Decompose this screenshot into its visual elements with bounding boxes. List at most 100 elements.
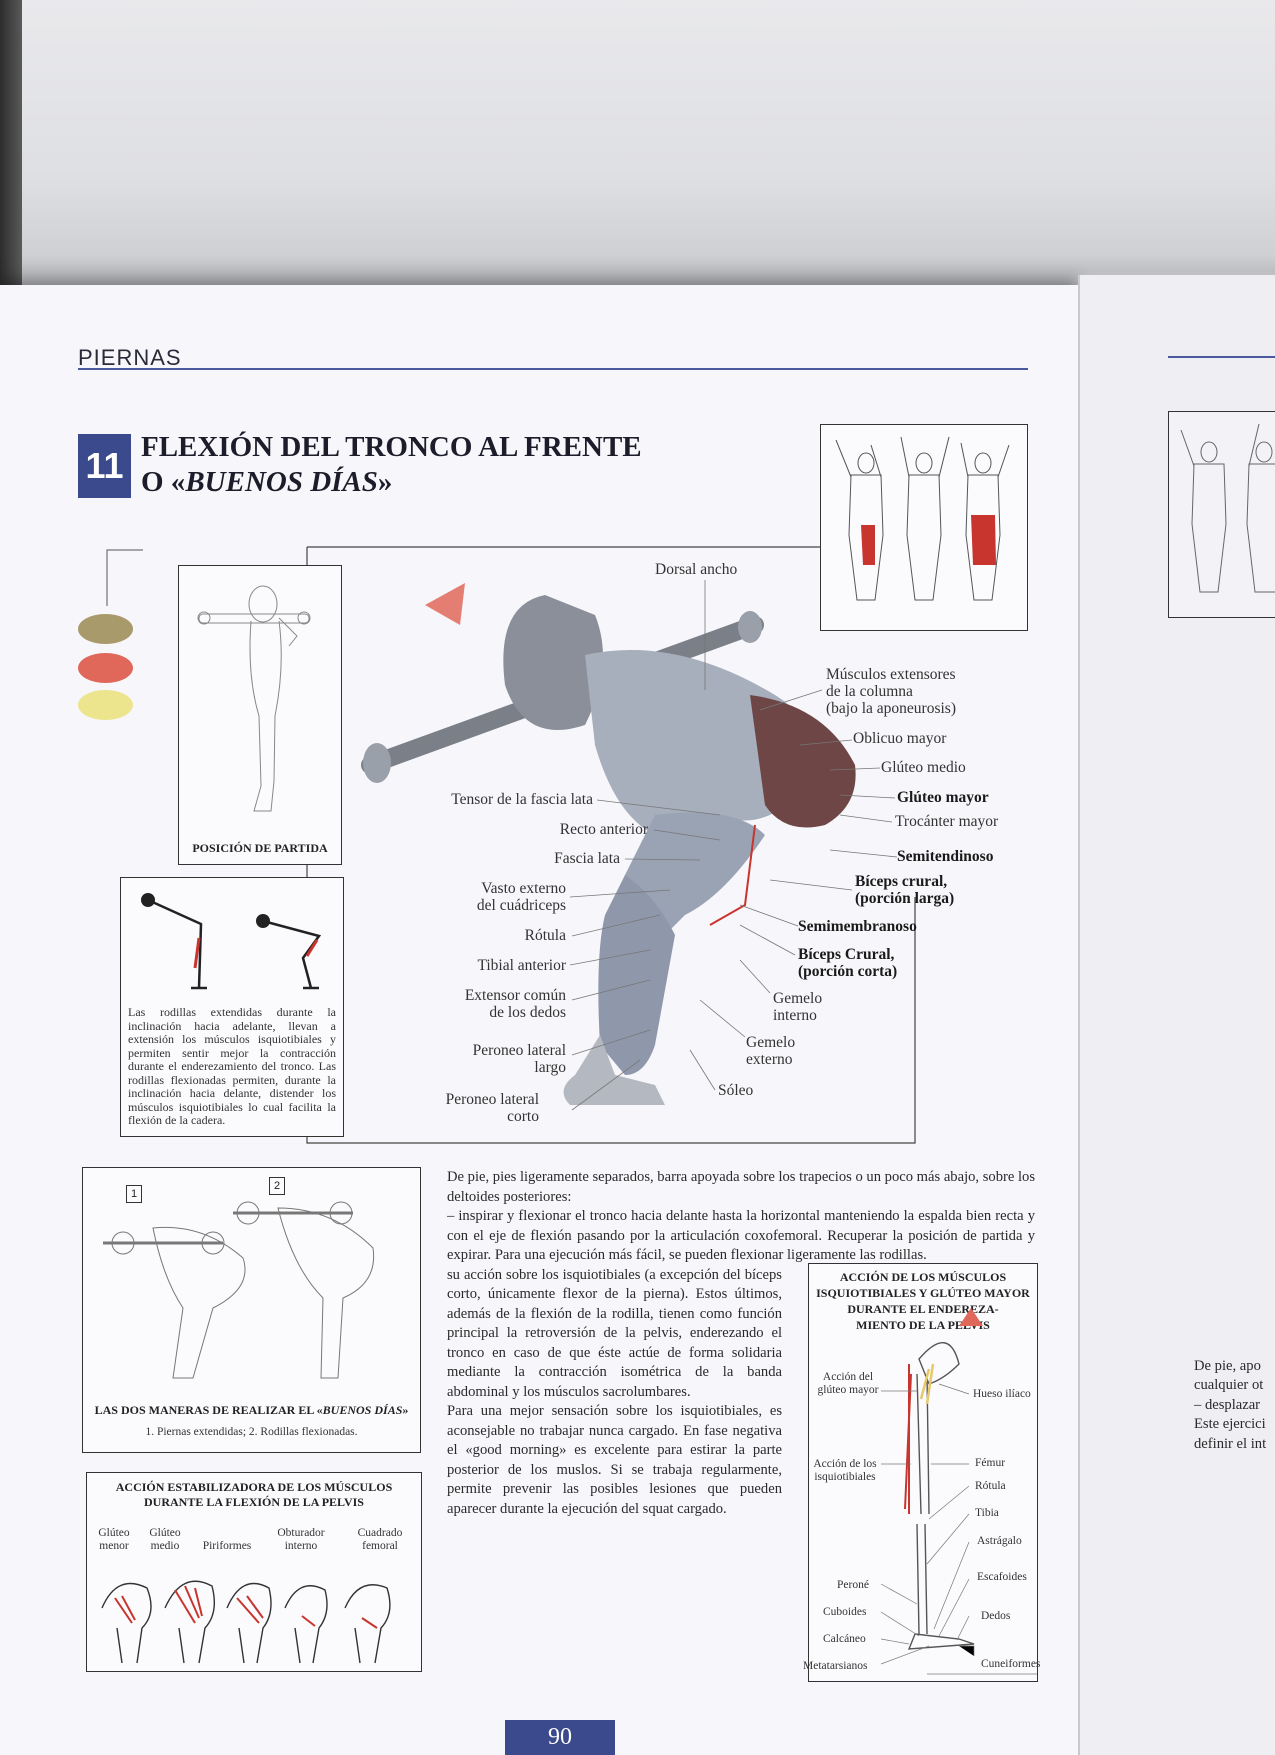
label-peroneo-largo-2: largo [534,1059,566,1076]
label-extensores-3: (bajo la aponeurosis) [826,700,956,717]
body-text-wide: De pie, pies ligeramente separados, barr… [447,1168,1035,1207]
body-text-p2-wide: – inspirar y flexionar el tronco hacia d… [447,1207,1035,1266]
label-extensores-2: de la columna [826,683,913,700]
action-label-gluteo: Acción del glúteo mayor [817,1371,879,1396]
next-page-line-4: Este ejercici [1194,1416,1266,1432]
scan-edge-shadow [0,0,22,285]
action-label-escafoides: Escafoides [977,1571,1027,1583]
action-label-astragalo: Astrágalo [977,1535,1022,1547]
label-gemelo-interno-1: Gemelo [773,990,823,1007]
action-label-cuboides: Cuboides [823,1606,867,1618]
label-peroneo-corto-1: Peroneo lateral [445,1091,539,1108]
knees-caption: Las rodillas extendidas durante la incli… [128,1005,336,1127]
stabilizer-title-2: DURANTE LA FLEXIÓN DE LA PELVIS [144,1495,364,1509]
label-extensor-comun-2: de los dedos [489,1004,566,1021]
stabilizer-box: ACCIÓN ESTABILIZADORA DE LOS MÚSCULOS DU… [86,1472,422,1672]
label-semimembranoso: Semimembranoso [798,918,917,935]
action-muscles-box: ACCIÓN DE LOS MÚSCULOS ISQUIOTIBIALES Y … [803,1263,1041,1682]
marker-1: 1 [126,1185,142,1203]
label-biceps-corta-2: (porción corta) [798,963,898,980]
label-extensor-comun-1: Extensor común [464,987,566,1004]
action-label-dedos: Dedos [981,1610,1011,1622]
header-rule [78,368,1028,370]
label-tensor-fascia-lata: Tensor de la fascia lata [451,791,593,808]
marker-2: 2 [269,1177,285,1195]
next-page-line-3: – desplazar [1194,1397,1261,1413]
label-recto-anterior: Recto anterior [559,821,648,838]
action-label-femur: Fémur [975,1457,1006,1469]
label-semitendinoso: Semitendinoso [897,848,994,865]
label-fascia-lata: Fascia lata [554,850,620,867]
body-paragraph-2: – inspirar y flexionar el tronco hacia d… [447,1208,1035,1263]
start-position-box: POSICIÓN DE PARTIDA [178,565,342,865]
leg-skeleton-diagram [880,1308,1037,1675]
action-label-metatarsianos: Metatarsianos [803,1660,868,1672]
label-extensores-1: Músculos extensores [826,666,956,683]
title-line-1: FLEXIÓN DEL TRONCO AL FRENTE [141,431,642,463]
exercise-title: FLEXIÓN DEL TRONCO AL FRENTE O «BUENOS D… [141,430,642,500]
label-biceps-larga-2: (porción larga) [855,890,955,907]
leader-lines [569,580,898,1111]
stabilizer-label-gluteo-medio: Glúteo medio [149,1527,181,1552]
action-label-isquiotibiales: Acción de los isquiotibiales [813,1458,877,1483]
action-label-cuneiformes: Cuneiformes [981,1658,1041,1670]
label-dorsal-ancho: Dorsal ancho [655,561,738,578]
stabilizer-label-piriformes: Piriformes [202,1540,252,1552]
label-biceps-corta-1: Bíceps Crural, [798,946,895,963]
running-head: PIERNAS [78,345,182,370]
label-biceps-larga-1: Bíceps crural, [855,873,948,890]
label-gluteo-medio: Glúteo medio [881,759,966,776]
good-morning-anatomy-figure [361,583,856,1105]
page-number: 90 [505,1720,615,1755]
stabilizer-label-cuadrado: Cuadrado femoral [357,1527,403,1552]
knees-info-box: Las rodillas extendidas durante la incli… [120,877,344,1137]
body-paragraph-4: Para una mejor sensación sobre los isqui… [447,1403,782,1517]
label-peroneo-largo-1: Peroneo lateral [472,1042,566,1059]
muscle-overview-box [820,424,1028,631]
muscle-overview-figures [835,436,1010,601]
pelvis-diagrams [101,1580,391,1664]
knees-diagram [141,893,322,990]
next-page-line-1: De pie, apo [1194,1358,1261,1374]
next-page-header-rule [1168,356,1275,358]
action-label-rotula: Rótula [975,1480,1006,1492]
next-page-figure-box [1168,411,1275,618]
gluteus-maximus [750,695,856,828]
body-text-column: . Este movimiento, que trabaja el glúteo… [447,1266,782,1646]
two-ways-figures [103,1201,375,1379]
next-page-line-2: cualquier ot [1194,1377,1264,1393]
direction-arrow [425,583,465,625]
two-ways-box: 1 2 LAS DOS MANERAS DE REALIZAR EL «BUEN… [82,1167,421,1453]
legend-swatch-olive [78,614,133,644]
label-oblicuo-mayor: Oblicuo mayor [853,730,947,747]
start-position-caption: POSICIÓN DE PARTIDA [192,841,328,855]
stabilizer-title-1: ACCIÓN ESTABILIZADORA DE LOS MÚSCULOS [115,1480,393,1494]
label-gluteo-mayor: Glúteo mayor [897,789,989,806]
next-page-figures [1180,423,1275,593]
legend-swatch-yellow [78,690,133,720]
action-title-4: MIENTO DE LA PELVIS [856,1318,990,1332]
two-ways-title: LAS DOS MANERAS DE REALIZAR EL «BUENOS D… [94,1403,409,1417]
action-title-3: DURANTE EL ENDEREZA- [847,1302,999,1316]
two-ways-subtitle: 1. Piernas extendidas; 2. Rodillas flexi… [145,1426,358,1438]
label-tibial-anterior: Tibial anterior [477,957,566,974]
legend-swatch-red [78,653,133,683]
action-label-hueso-iliaco: Hueso ilíaco [973,1388,1031,1400]
next-page-line-5: definir el int [1194,1436,1267,1452]
action-title-1: ACCIÓN DE LOS MÚSCULOS [839,1270,1007,1284]
label-gemelo-interno-2: interno [773,1007,817,1024]
action-label-calcaneo: Calcáneo [823,1633,866,1645]
stabilizer-label-obturador: Obturador interno [277,1527,325,1552]
action-title-2: ISQUIOTIBIALES Y GLÚTEO MAYOR [816,1286,1030,1300]
body-paragraph-3: Este movimiento, que trabaja el glúteo m… [447,1266,782,1400]
title-line-2: O «BUENOS DÍAS» [141,466,393,498]
stabilizer-label-gluteo-menor: Glúteo menor [98,1527,130,1552]
exercise-number-badge: 11 [78,434,131,498]
label-gemelo-externo-1: Gemelo [746,1034,796,1051]
label-rotula: Rótula [524,927,566,944]
label-vasto-externo-2: del cuádriceps [476,897,566,914]
legend-connector [106,549,143,606]
label-vasto-externo-1: Vasto externo [481,880,566,897]
label-soleo: Sóleo [718,1082,754,1099]
